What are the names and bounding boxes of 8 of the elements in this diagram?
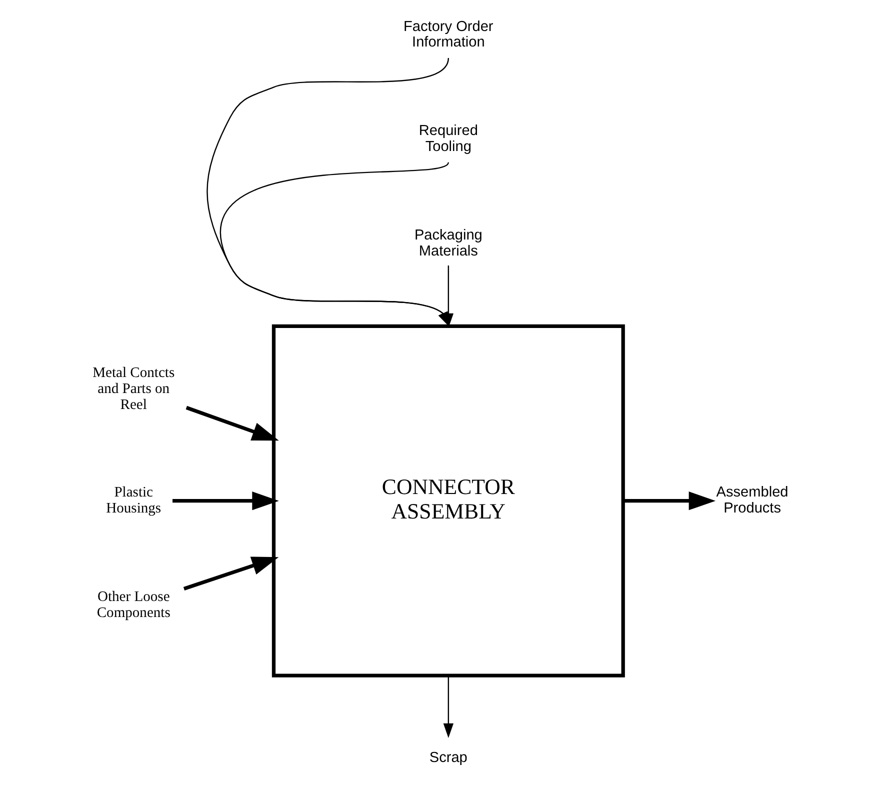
node-text: Factory Order Information [403,18,493,51]
node-text: Scrap [428,750,467,766]
node-text: Plastic Housings [106,484,161,516]
node-text: Assembled Products [716,484,788,516]
node-text: Packaging Materials [414,228,482,260]
node-text: Other Loose Components [96,589,170,621]
node-text: Required Tooling [418,123,478,155]
node-text: Metal Contcts and Parts on Reel [92,365,174,413]
